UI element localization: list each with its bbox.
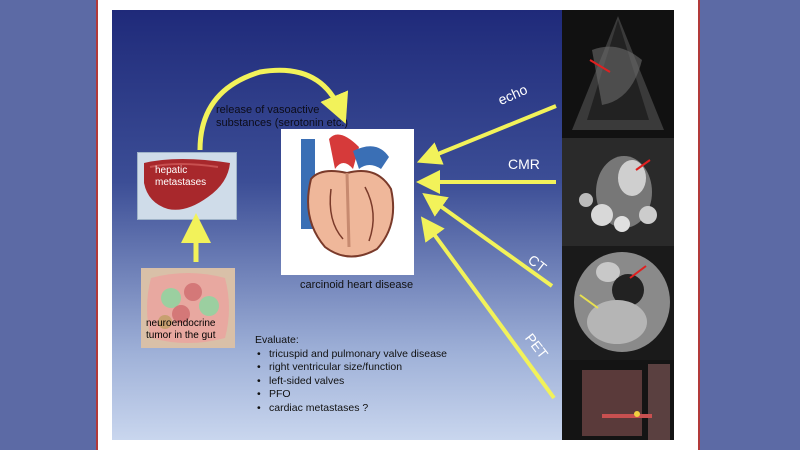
ct-image bbox=[562, 246, 674, 360]
heart-caption: carcinoid heart disease bbox=[300, 279, 414, 291]
evaluate-block: Evaluate: •tricuspid and pulmonary valve… bbox=[255, 334, 447, 416]
cmr-image bbox=[562, 138, 674, 246]
echo-image bbox=[562, 10, 674, 138]
evaluate-list: •tricuspid and pulmonary valve disease •… bbox=[255, 348, 447, 416]
release-arrow bbox=[197, 67, 349, 151]
pet-image bbox=[562, 360, 674, 440]
evaluate-title: Evaluate: bbox=[255, 334, 299, 346]
gut-illustration-box bbox=[141, 268, 235, 348]
gut-label: neuroendocrine tumor in the gut bbox=[146, 318, 216, 341]
frame-border-left bbox=[96, 0, 98, 450]
imaging-strip bbox=[562, 10, 674, 440]
liver-illustration-box bbox=[137, 152, 237, 220]
evaluate-item: •right ventricular size/function bbox=[257, 361, 403, 374]
liver-illustration bbox=[144, 159, 230, 210]
heart-illustration-box bbox=[281, 129, 414, 275]
evaluate-item: •cardiac metastases ? bbox=[257, 401, 369, 414]
ct-arrow bbox=[422, 193, 554, 288]
pet-arrow bbox=[420, 216, 556, 400]
evaluate-item: •left-sided valves bbox=[257, 374, 345, 387]
imaging-panels bbox=[562, 10, 674, 440]
echo-arrow bbox=[416, 104, 557, 165]
heart-illustration bbox=[301, 134, 395, 258]
gut-illustration bbox=[147, 273, 229, 343]
modality-label-cmr: CMR bbox=[508, 156, 540, 172]
frame-border-right bbox=[698, 0, 700, 450]
liver-label: hepatic metastases bbox=[155, 165, 207, 188]
evaluate-item: •tricuspid and pulmonary valve disease bbox=[257, 347, 448, 360]
release-label: release of vasoactive substances (seroto… bbox=[216, 104, 349, 129]
evaluate-item: •PFO bbox=[257, 388, 291, 401]
